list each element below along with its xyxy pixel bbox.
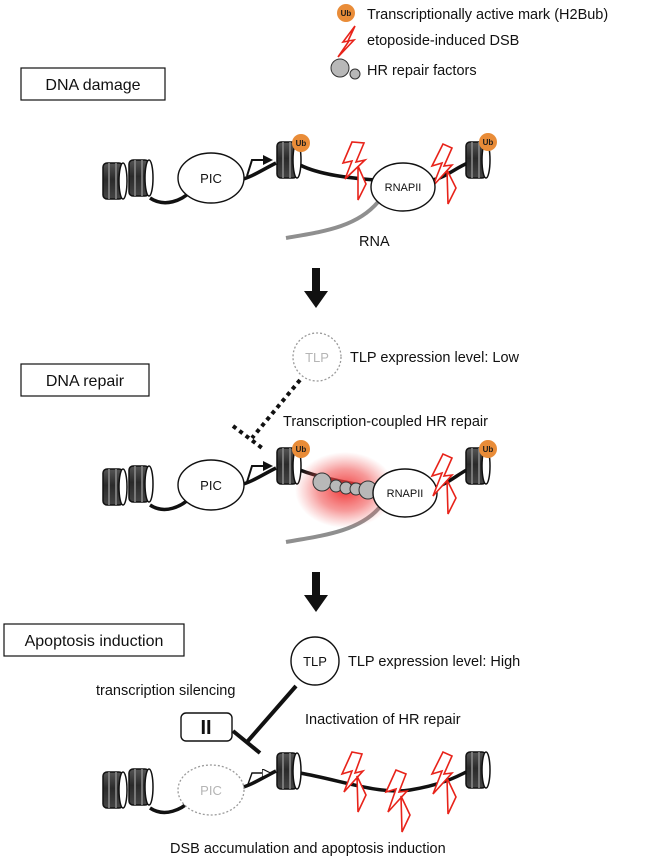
dsb-bolt-icon: [430, 142, 457, 205]
panel1-title-box: [20, 67, 166, 101]
dsb-bolt-icon: [340, 751, 367, 813]
panel2-hr-text: Transcription-coupled HR repair: [283, 414, 488, 430]
dsb-bolt-icon: [337, 25, 357, 58]
nucleosome-right: [465, 751, 491, 789]
ub-mark-icon: [292, 134, 310, 152]
panel2-pic-label: PIC: [200, 478, 222, 493]
legend-hr-text: HR repair factors: [367, 63, 477, 79]
nucleosome-left-1: [102, 771, 128, 809]
tlp-inhibition-bar: [231, 729, 262, 755]
ub-mark-icon: [479, 133, 497, 151]
dsb-bolt-icon: [384, 768, 411, 833]
panel1-pic-label: PIC: [200, 171, 222, 186]
panel2-rnapii-label: RNAPII: [387, 488, 424, 500]
panel1-title: DNA damage: [45, 77, 140, 94]
panel2-ub-2: Ub: [483, 445, 494, 454]
legend-dsb-item: etoposide-induced DSB: [337, 25, 519, 58]
tlp-circle: [290, 636, 340, 686]
rna-transcript: [285, 200, 380, 240]
nucleosome-right: [465, 141, 491, 179]
panel2-ub-1: Ub: [296, 445, 307, 454]
panel-dna-damage: DNA damage PIC Ub: [20, 67, 497, 250]
panel3-title-box: [3, 623, 185, 657]
nucleosome-left-1: [102, 162, 128, 200]
rnapii-complex: [370, 162, 436, 212]
nucleosome-left-2: [128, 159, 154, 197]
panel1-rna-label: RNA: [359, 234, 390, 250]
panel3-tlp-label: TLP: [303, 654, 327, 669]
nucleosome-left-2: [128, 768, 154, 806]
hr-factor-small-icon: [349, 68, 361, 80]
panel-apoptosis-induction: Apoptosis induction TLP TLP expression l…: [3, 623, 520, 857]
ub-mark-icon: [479, 440, 497, 458]
tlp-faded-circle: [292, 332, 342, 382]
hr-factor-large-icon: [330, 58, 350, 78]
panel1-rnapii-label: RNAPII: [385, 182, 422, 194]
legend-ub-badge: Ub: [341, 9, 352, 18]
panel1-ub-1: Ub: [296, 139, 307, 148]
dna-strand: [149, 160, 471, 205]
panel2-tlp-label: TLP: [305, 350, 329, 365]
ub-mark-icon: [337, 4, 355, 22]
legend-dsb-text: etoposide-induced DSB: [367, 33, 519, 49]
panel3-pic-label: PIC: [200, 783, 222, 798]
ub-mark-icon: [292, 440, 310, 458]
panel2-tlp-expression: TLP expression level: Low: [350, 350, 520, 366]
nucleosome-left-1: [102, 468, 128, 506]
legend: Ub Transcriptionally active mark (H2Bub)…: [330, 4, 608, 80]
tss-arrow: [246, 461, 273, 483]
panel3-pause-symbol: II: [200, 717, 211, 739]
legend-hr-item: HR repair factors: [330, 58, 477, 80]
pause-box: [180, 712, 233, 742]
dsb-bolt-icon: [341, 141, 368, 201]
panel3-silencing-text: transcription silencing: [96, 683, 235, 699]
panel-dna-repair: TLP TLP expression level: Low DNA repair…: [20, 332, 520, 544]
panel3-footer: DSB accumulation and apoptosis induction: [170, 841, 446, 857]
dsb-bolt-icon: [430, 750, 457, 815]
tss-arrow: [246, 155, 273, 177]
tlp-dotted-bar: [231, 424, 264, 450]
tss-arrow-open: [246, 773, 268, 788]
panel1-ub-2: Ub: [483, 138, 494, 147]
panel2-title-box: [20, 363, 150, 397]
panel3-inactivation-text: Inactivation of HR repair: [305, 712, 461, 728]
pic-complex: [177, 152, 245, 204]
dna-strand: [149, 466, 471, 512]
tlp-inhibition-line: [245, 684, 298, 744]
step-arrow-1: [304, 268, 328, 308]
legend-ub-text: Transcriptionally active mark (H2Bub): [367, 7, 608, 23]
panel3-title: Apoptosis induction: [25, 633, 164, 650]
panel3-tlp-expression: TLP expression level: High: [348, 654, 520, 670]
step-arrow-2: [304, 572, 328, 612]
nucleosome-tss: [276, 752, 302, 790]
nucleosome-left-2: [128, 465, 154, 503]
panel2-title: DNA repair: [46, 373, 125, 390]
rnapii-complex: [372, 468, 438, 518]
pic-complex: [177, 459, 245, 511]
dsb-bolt-icon: [430, 452, 457, 515]
legend-ub-item: Ub Transcriptionally active mark (H2Bub): [337, 4, 608, 23]
pic-faded-complex: [177, 764, 245, 816]
